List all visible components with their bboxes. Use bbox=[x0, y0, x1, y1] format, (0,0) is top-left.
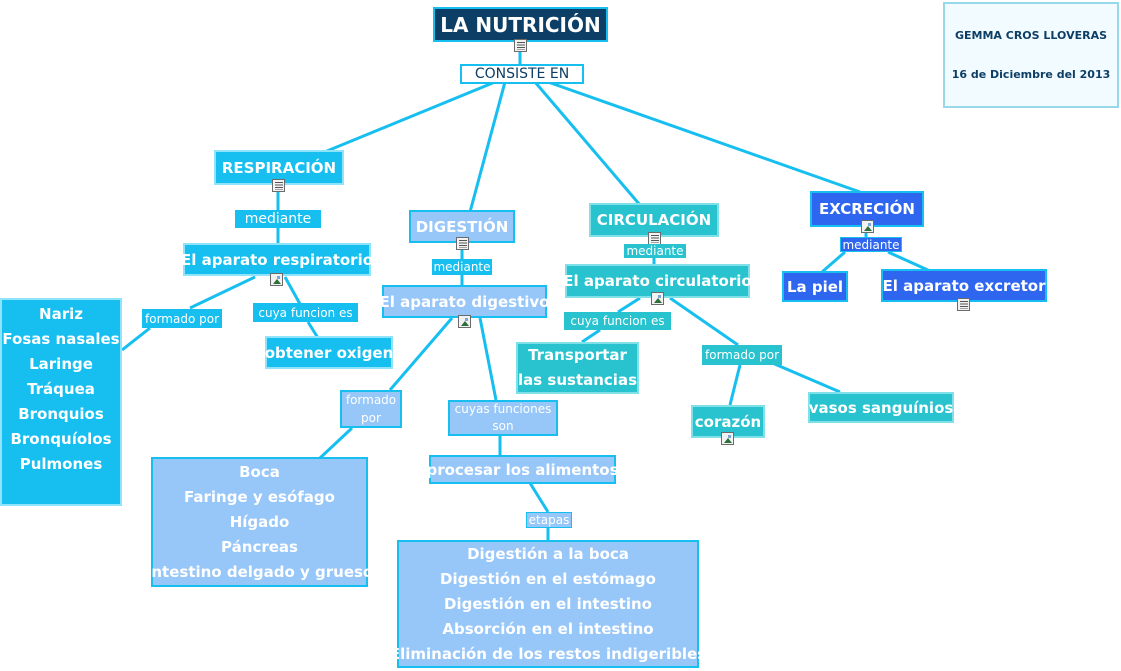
link-digestion-etapas: etapas bbox=[526, 512, 572, 528]
image-icon[interactable] bbox=[270, 273, 283, 286]
author-box: GEMMA CROS LLOVERAS 16 de Diciembre del … bbox=[943, 2, 1119, 108]
link-circulacion-formado: formado por bbox=[702, 345, 782, 365]
link-respiracion-formado: formado por bbox=[142, 309, 222, 328]
main-title: LA NUTRICIÓN bbox=[433, 7, 608, 42]
node-digestion-parts: Boca Faringe y esófago Hígado Páncreas I… bbox=[146, 457, 373, 587]
author-date: 16 de Diciembre del 2013 bbox=[951, 67, 1111, 81]
image-icon[interactable] bbox=[721, 432, 734, 445]
node-digestion-etapas: Digestión a la boca Digestión en el estó… bbox=[390, 540, 706, 668]
link-digestion-funcion: cuyas funciones son bbox=[448, 400, 558, 436]
document-icon[interactable] bbox=[514, 39, 527, 52]
document-icon[interactable] bbox=[957, 298, 970, 311]
node-transportar-sustancias: Transportar las sustancias bbox=[516, 342, 639, 394]
node-vasos-sanguinios: vasos sanguínios bbox=[808, 392, 954, 423]
link-respiracion-mediante: mediante bbox=[235, 210, 321, 228]
author-name: GEMMA CROS LLOVERAS bbox=[954, 29, 1108, 43]
node-aparato-digestivo: El aparato digestivo bbox=[380, 285, 549, 318]
node-respiracion-parts: Nariz Fosas nasales Laringe Tráquea Bron… bbox=[0, 298, 122, 506]
node-obtener-oxigen: obtener oxigen bbox=[265, 336, 393, 369]
document-icon[interactable] bbox=[456, 237, 469, 250]
node-procesar-alimentos: procesar los alimentos bbox=[426, 455, 619, 484]
link-digestion-formado: formado por bbox=[340, 390, 402, 428]
image-icon[interactable] bbox=[861, 220, 874, 233]
link-circulacion-funcion: cuya funcion es bbox=[564, 312, 671, 330]
link-respiracion-funcion: cuya funcion es bbox=[253, 303, 358, 322]
link-excrecion-mediante: mediante bbox=[840, 237, 902, 252]
main-title-text: LA NUTRICIÓN bbox=[440, 12, 601, 37]
image-icon[interactable] bbox=[458, 315, 471, 328]
link-digestion-mediante: mediante bbox=[432, 259, 492, 275]
document-icon[interactable] bbox=[272, 179, 285, 192]
node-la-piel: La piel bbox=[782, 271, 848, 302]
link-circulacion-mediante: mediante bbox=[624, 244, 686, 258]
link-consiste-en: CONSISTE EN bbox=[460, 64, 584, 84]
node-aparato-respiratorio: El aparato respiratorio bbox=[181, 243, 373, 276]
image-icon[interactable] bbox=[651, 292, 664, 305]
